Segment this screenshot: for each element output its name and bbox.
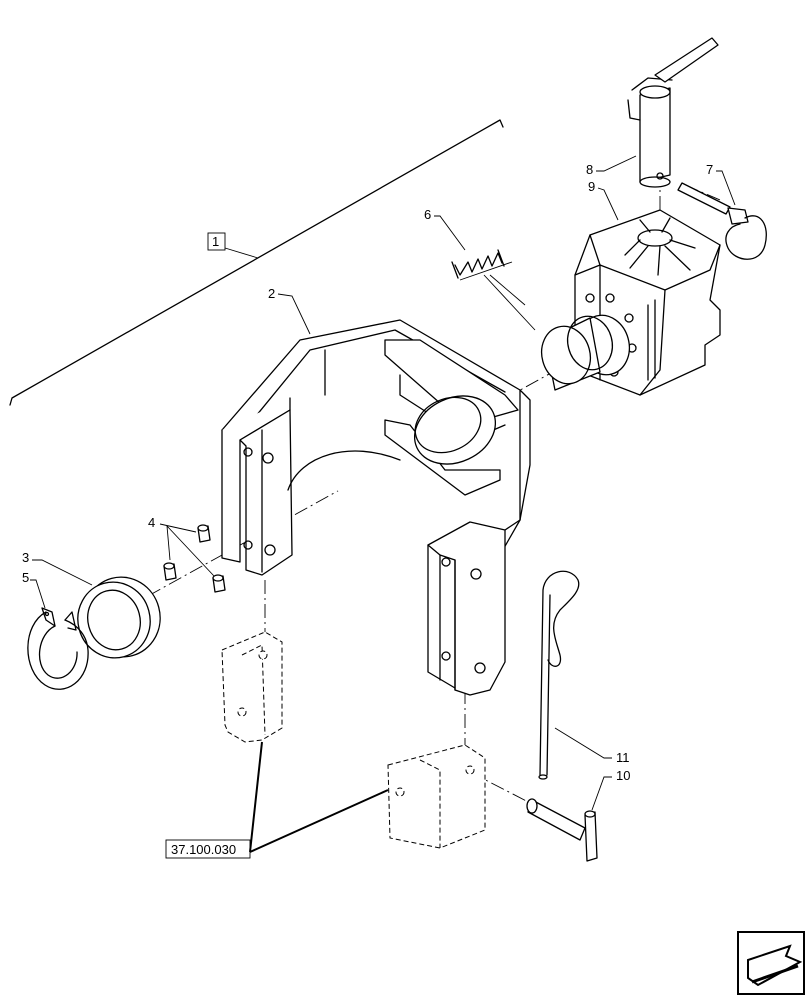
r-clip [538, 570, 580, 780]
callout-2: 2 [268, 286, 275, 301]
callout-3: 3 [22, 550, 29, 565]
circlip [27, 607, 89, 690]
drawbar-bracket [221, 319, 531, 696]
callout-5: 5 [22, 570, 29, 585]
callout-4: 4 [148, 515, 155, 530]
group-boundary-line [9, 119, 504, 406]
group-label: 1 [207, 232, 259, 259]
group-label-text: 1 [212, 234, 219, 249]
callout-6: 6 [424, 207, 431, 222]
reference-bracket-right [387, 744, 486, 849]
reference-box[interactable]: 37.100.030 [165, 839, 251, 859]
bushing-ring [77, 576, 161, 659]
callout-8: 8 [586, 162, 593, 177]
linch-pin [677, 182, 767, 260]
vertical-pin [627, 37, 719, 188]
callout-11: 11 [616, 750, 630, 765]
callout-9: 9 [588, 179, 595, 194]
reference-bracket-left [221, 631, 283, 743]
reference-box-text: 37.100.030 [171, 842, 236, 857]
next-page-arrow-icon[interactable] [737, 931, 805, 995]
grease-nipples [163, 524, 226, 593]
callout-10: 10 [616, 768, 630, 783]
swivel-housing [540, 209, 721, 396]
spring [451, 249, 536, 331]
locking-pin [526, 798, 598, 862]
callout-7: 7 [706, 162, 713, 177]
